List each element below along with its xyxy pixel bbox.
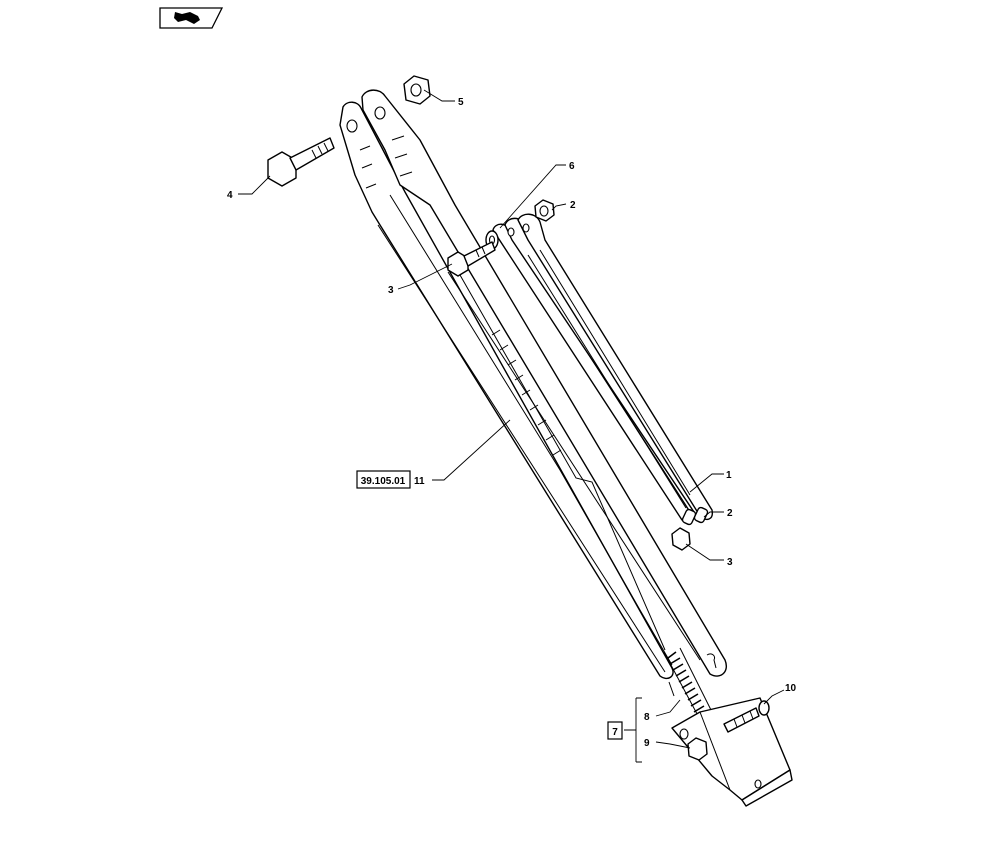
leader-lines xyxy=(238,89,785,763)
callout-6: 6 xyxy=(569,161,575,172)
bolt-bracket xyxy=(687,737,708,761)
nut-mid xyxy=(534,199,555,222)
reference-box xyxy=(356,470,411,489)
callout-3-lower: 3 xyxy=(727,557,733,568)
callout-11: 11 xyxy=(414,476,425,487)
callout-5: 5 xyxy=(458,97,464,108)
callout-4: 4 xyxy=(227,190,233,201)
callout-10: 10 xyxy=(785,683,797,694)
nut-upper xyxy=(403,75,431,105)
callout-2-lower: 2 xyxy=(727,508,733,519)
group-box xyxy=(607,721,623,740)
callout-8: 8 xyxy=(644,712,650,723)
link-bar xyxy=(492,213,714,526)
book-hand-icon xyxy=(159,7,224,29)
bolt-lower xyxy=(671,527,691,551)
main-arm xyxy=(339,89,727,697)
callout-3-upper: 3 xyxy=(388,285,394,296)
bracket xyxy=(671,697,793,807)
callout-9: 9 xyxy=(644,738,650,749)
bolt-mid xyxy=(447,241,496,277)
reference-box-label[interactable]: 39.105.01 xyxy=(361,476,406,487)
bolt-upper xyxy=(267,137,335,187)
group-box-label: 7 xyxy=(612,727,618,738)
callout-1: 1 xyxy=(726,470,732,481)
callout-2-upper: 2 xyxy=(570,200,576,211)
